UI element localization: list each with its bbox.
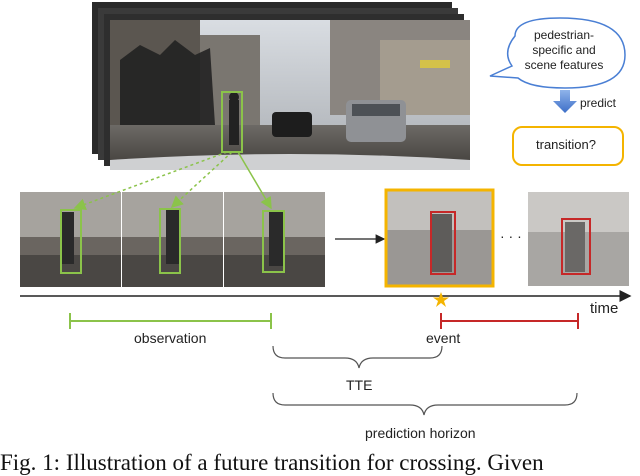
event-highlight — [384, 188, 495, 288]
prediction-horizon-label: prediction horizon — [365, 425, 476, 441]
link-line-2 — [170, 151, 233, 209]
main-scene-photo — [110, 20, 470, 170]
predict-arrow-icon — [553, 90, 577, 113]
link-line-1 — [73, 151, 228, 211]
figure-caption: Fig. 1: Illustration of a future transit… — [0, 450, 544, 475]
obs-box-3 — [262, 210, 285, 273]
event-pedestrian-box — [430, 211, 456, 275]
tte-label: TTE — [346, 377, 373, 393]
time-label: time — [590, 300, 619, 317]
features-bubble — [489, 17, 626, 89]
bubble-line-3: scene features — [524, 58, 604, 72]
obs-box-1 — [60, 209, 82, 274]
event-star-icon — [433, 292, 449, 307]
obs-box-2 — [159, 208, 181, 274]
link-line-3 — [237, 151, 272, 210]
ellipsis-dots: · · · — [500, 228, 522, 244]
final-pedestrian-box — [561, 218, 591, 275]
observation-label: observation — [134, 330, 207, 346]
prediction-horizon-brace — [272, 392, 578, 416]
bubble-line-1: pedestrian- — [533, 28, 595, 42]
bubble-line-2: specific and — [532, 43, 596, 57]
transition-label: transition? — [536, 137, 596, 152]
bubble-text: pedestrian- specific and scene features — [523, 28, 605, 73]
tte-brace — [272, 345, 443, 369]
predict-label: predict — [580, 96, 617, 110]
event-label: event — [426, 330, 461, 346]
transition-box — [512, 126, 624, 166]
